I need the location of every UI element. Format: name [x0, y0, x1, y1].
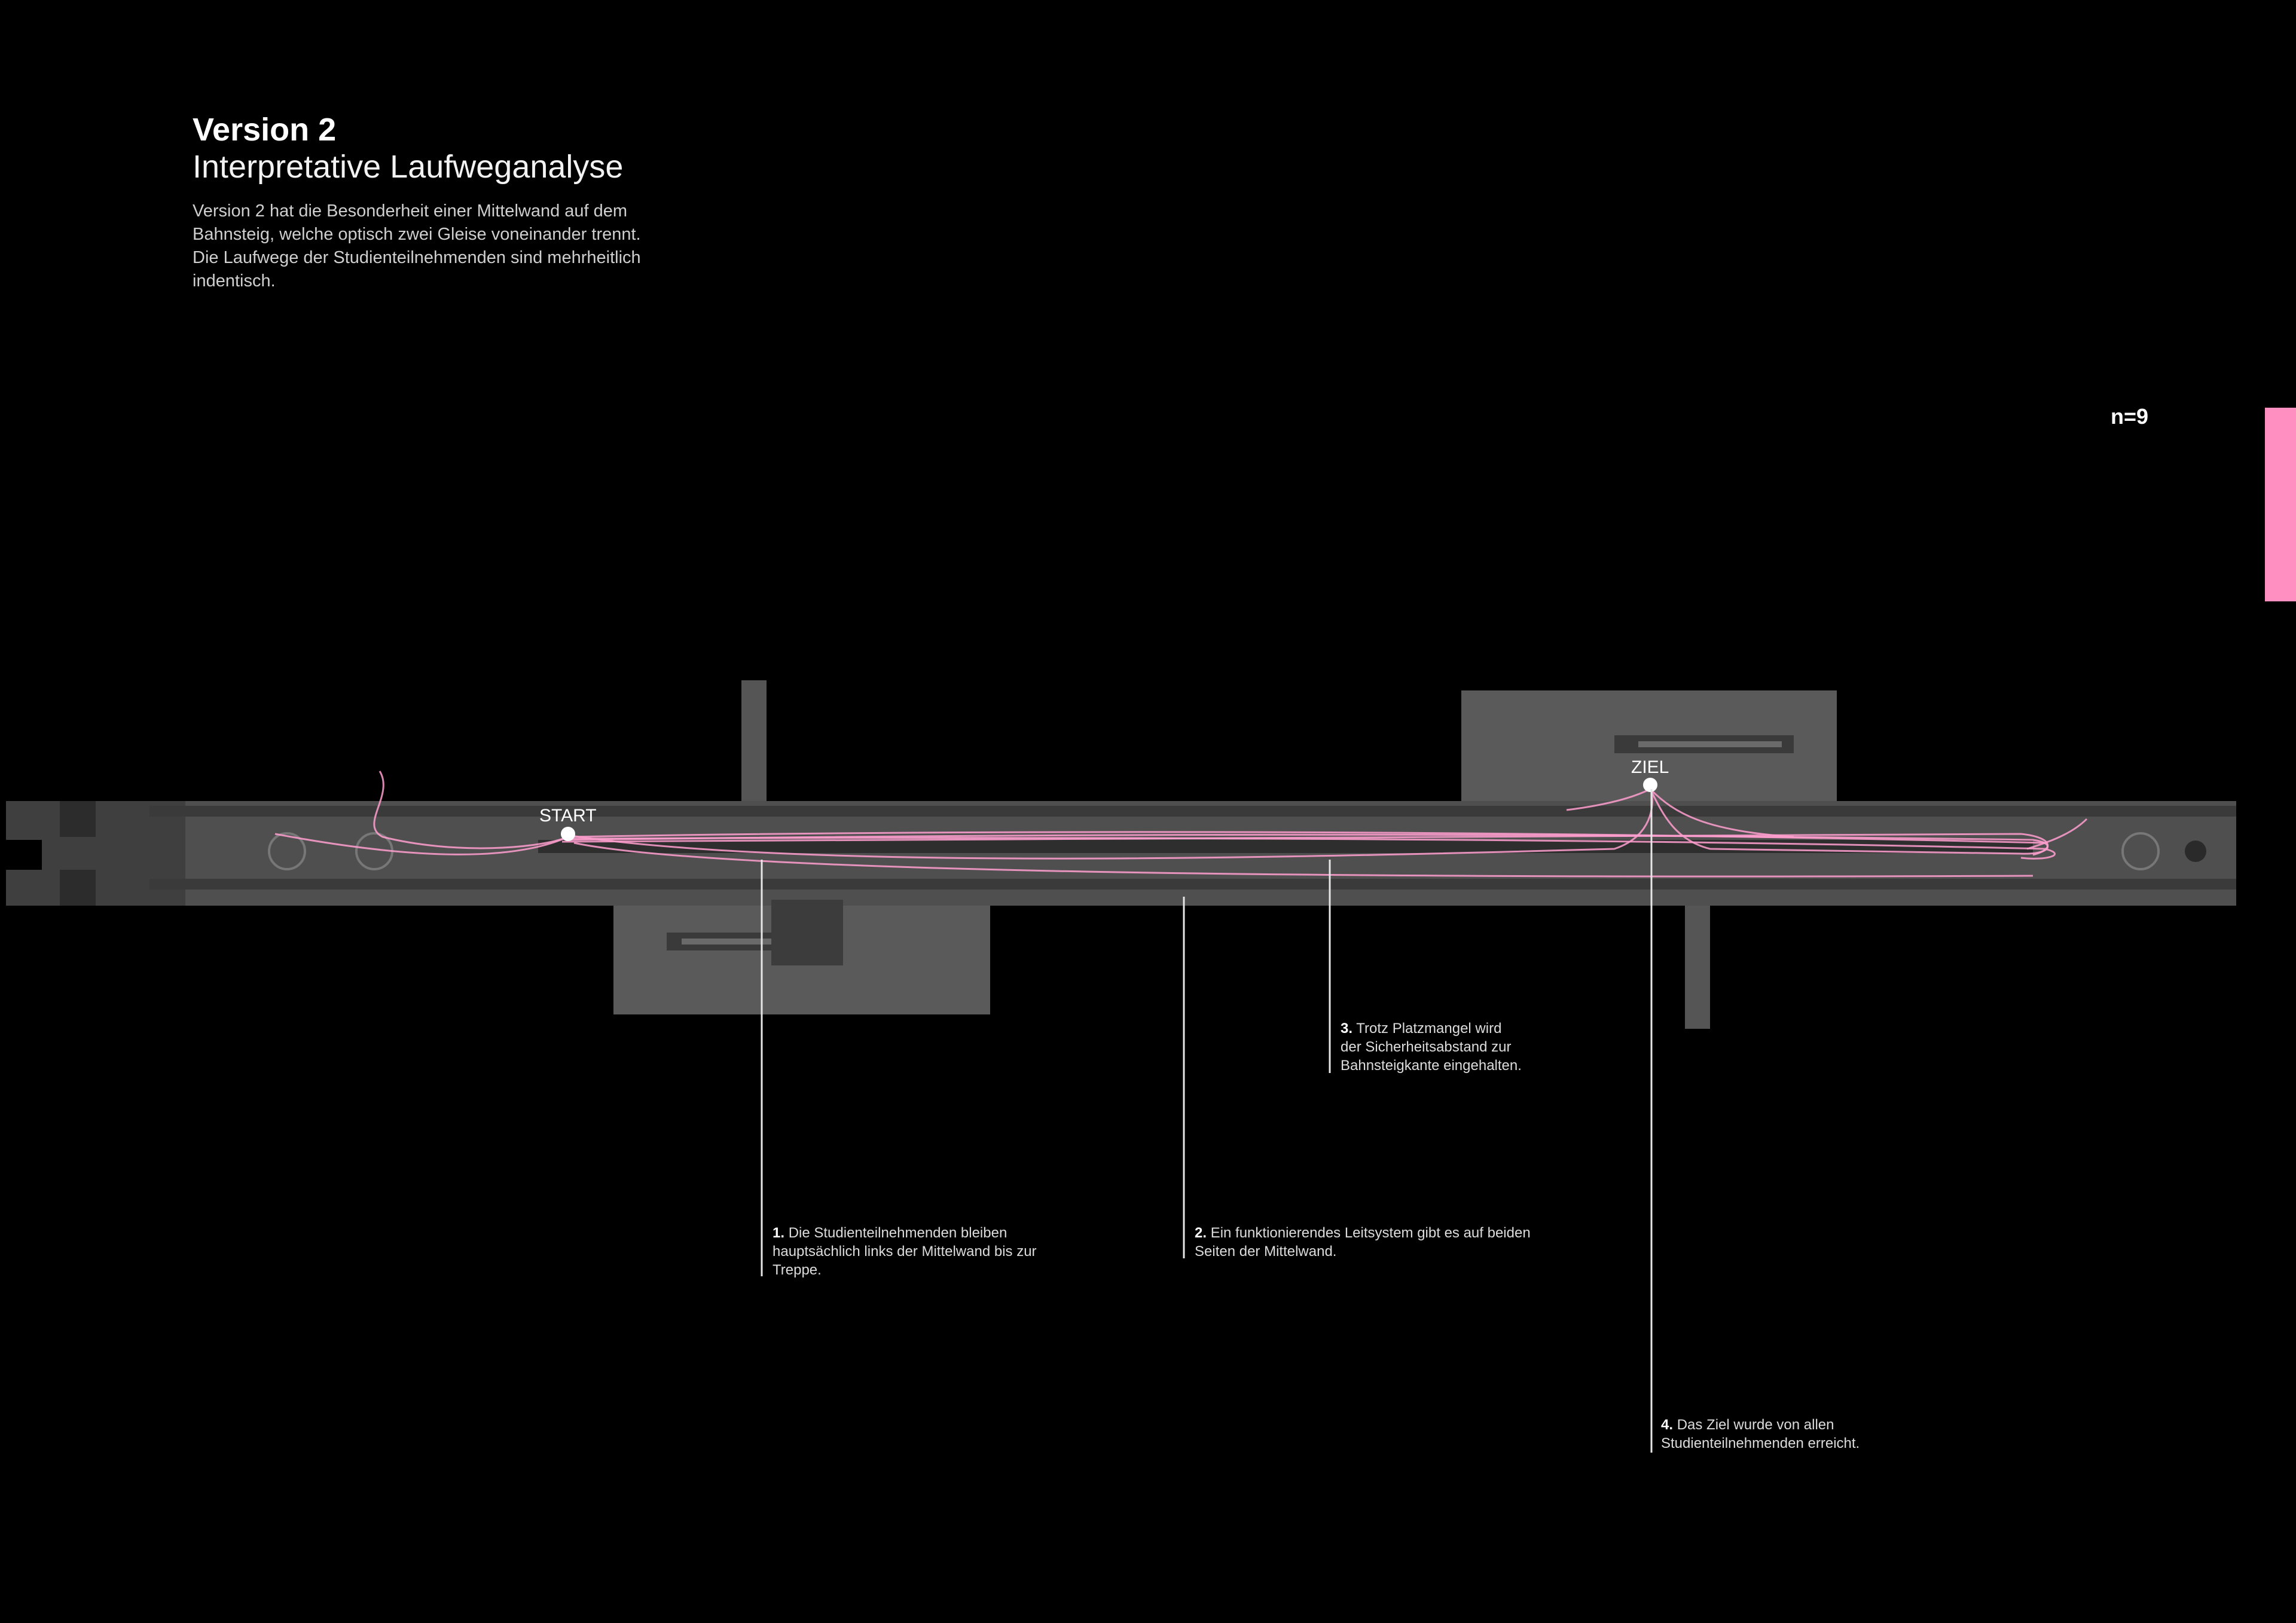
goal-point [1643, 778, 1657, 792]
left-entry-dark-3 [60, 870, 96, 906]
walking-path [573, 842, 2034, 878]
platform-details [6, 735, 2236, 965]
walking-path [1566, 788, 1651, 811]
platform-pillar [2185, 840, 2206, 862]
annotation-text: hauptsächlich links der Mittelwand bis z… [773, 1243, 1037, 1260]
platform-bench-1 [268, 832, 306, 870]
annotation-number: 3. [1341, 1020, 1353, 1037]
walking-path [274, 833, 569, 855]
annotation-2: 2. Ein funktionierendes Leitsystem gibt … [1195, 1224, 1613, 1261]
start-marker: START [539, 806, 597, 841]
start-point [561, 827, 575, 841]
platform-bench-3 [2121, 832, 2160, 870]
stair-shaft-top [741, 680, 767, 801]
track-edge-bottom [149, 879, 2236, 890]
annotation-number: 1. [773, 1225, 785, 1241]
annotation-text: der Sicherheitsabstand zur [1341, 1039, 1512, 1055]
left-entry-dark-1 [6, 840, 42, 870]
platform-body [6, 801, 2236, 906]
annotation-leaders [761, 789, 1653, 1453]
sample-size-label: n=9 [2111, 404, 2149, 429]
walking-path [570, 785, 1653, 860]
page-description: Version 2 hat die Besonderheit einer Mit… [193, 201, 641, 291]
annotation-text: Das Ziel wurde von allen [1677, 1417, 1834, 1433]
annotation-number: 4. [1661, 1417, 1674, 1433]
annotation-text: Studienteilnehmenden erreicht. [1661, 1435, 1860, 1451]
header: Version 2 Interpretative Laufweganalyse … [193, 111, 790, 293]
left-entry-dark-2 [60, 801, 96, 837]
annotation-text: Treppe. [773, 1262, 822, 1278]
accent-tab [2265, 408, 2296, 601]
stair-shaft-bottom [1685, 906, 1710, 1029]
annotation-text: Bahnsteigkante eingehalten. [1341, 1057, 1522, 1074]
annotation-text: Ein funktionierendes Leitsystem gibt es … [1210, 1225, 1531, 1241]
walking-path [1649, 788, 1794, 838]
walking-path [2026, 818, 2088, 850]
lower-escalator-inner [682, 939, 789, 945]
lower-stair-grid [771, 900, 843, 965]
annotation-number: 2. [1195, 1225, 1207, 1241]
upper-escalator-inner [1638, 741, 1782, 747]
annotation-3: 3. Trotz Platzmangel wird der Sicherheit… [1341, 1019, 1592, 1075]
platform-structure [6, 680, 2236, 1029]
annotation-1: 1. Die Studienteilnehmenden bleiben haup… [773, 1224, 1107, 1279]
start-label: START [539, 806, 597, 826]
goal-label: ZIEL [1631, 757, 1669, 777]
middle-wall [538, 840, 2033, 853]
track-edge-top [149, 806, 2236, 817]
goal-marker: ZIEL [1631, 757, 1669, 792]
page-title: Version 2 [193, 112, 337, 148]
walking-path [373, 771, 569, 849]
annotation-text: Trotz Platzmangel wird [1356, 1020, 1502, 1037]
annotation-text: Die Studienteilnehmenden bleiben [788, 1225, 1007, 1241]
page-subtitle: Interpretative Laufweganalyse [193, 149, 624, 185]
annotation-4: 4. Das Ziel wurde von allen Studienteiln… [1661, 1416, 1936, 1453]
annotation-text: Seiten der Mittelwand. [1195, 1243, 1337, 1260]
